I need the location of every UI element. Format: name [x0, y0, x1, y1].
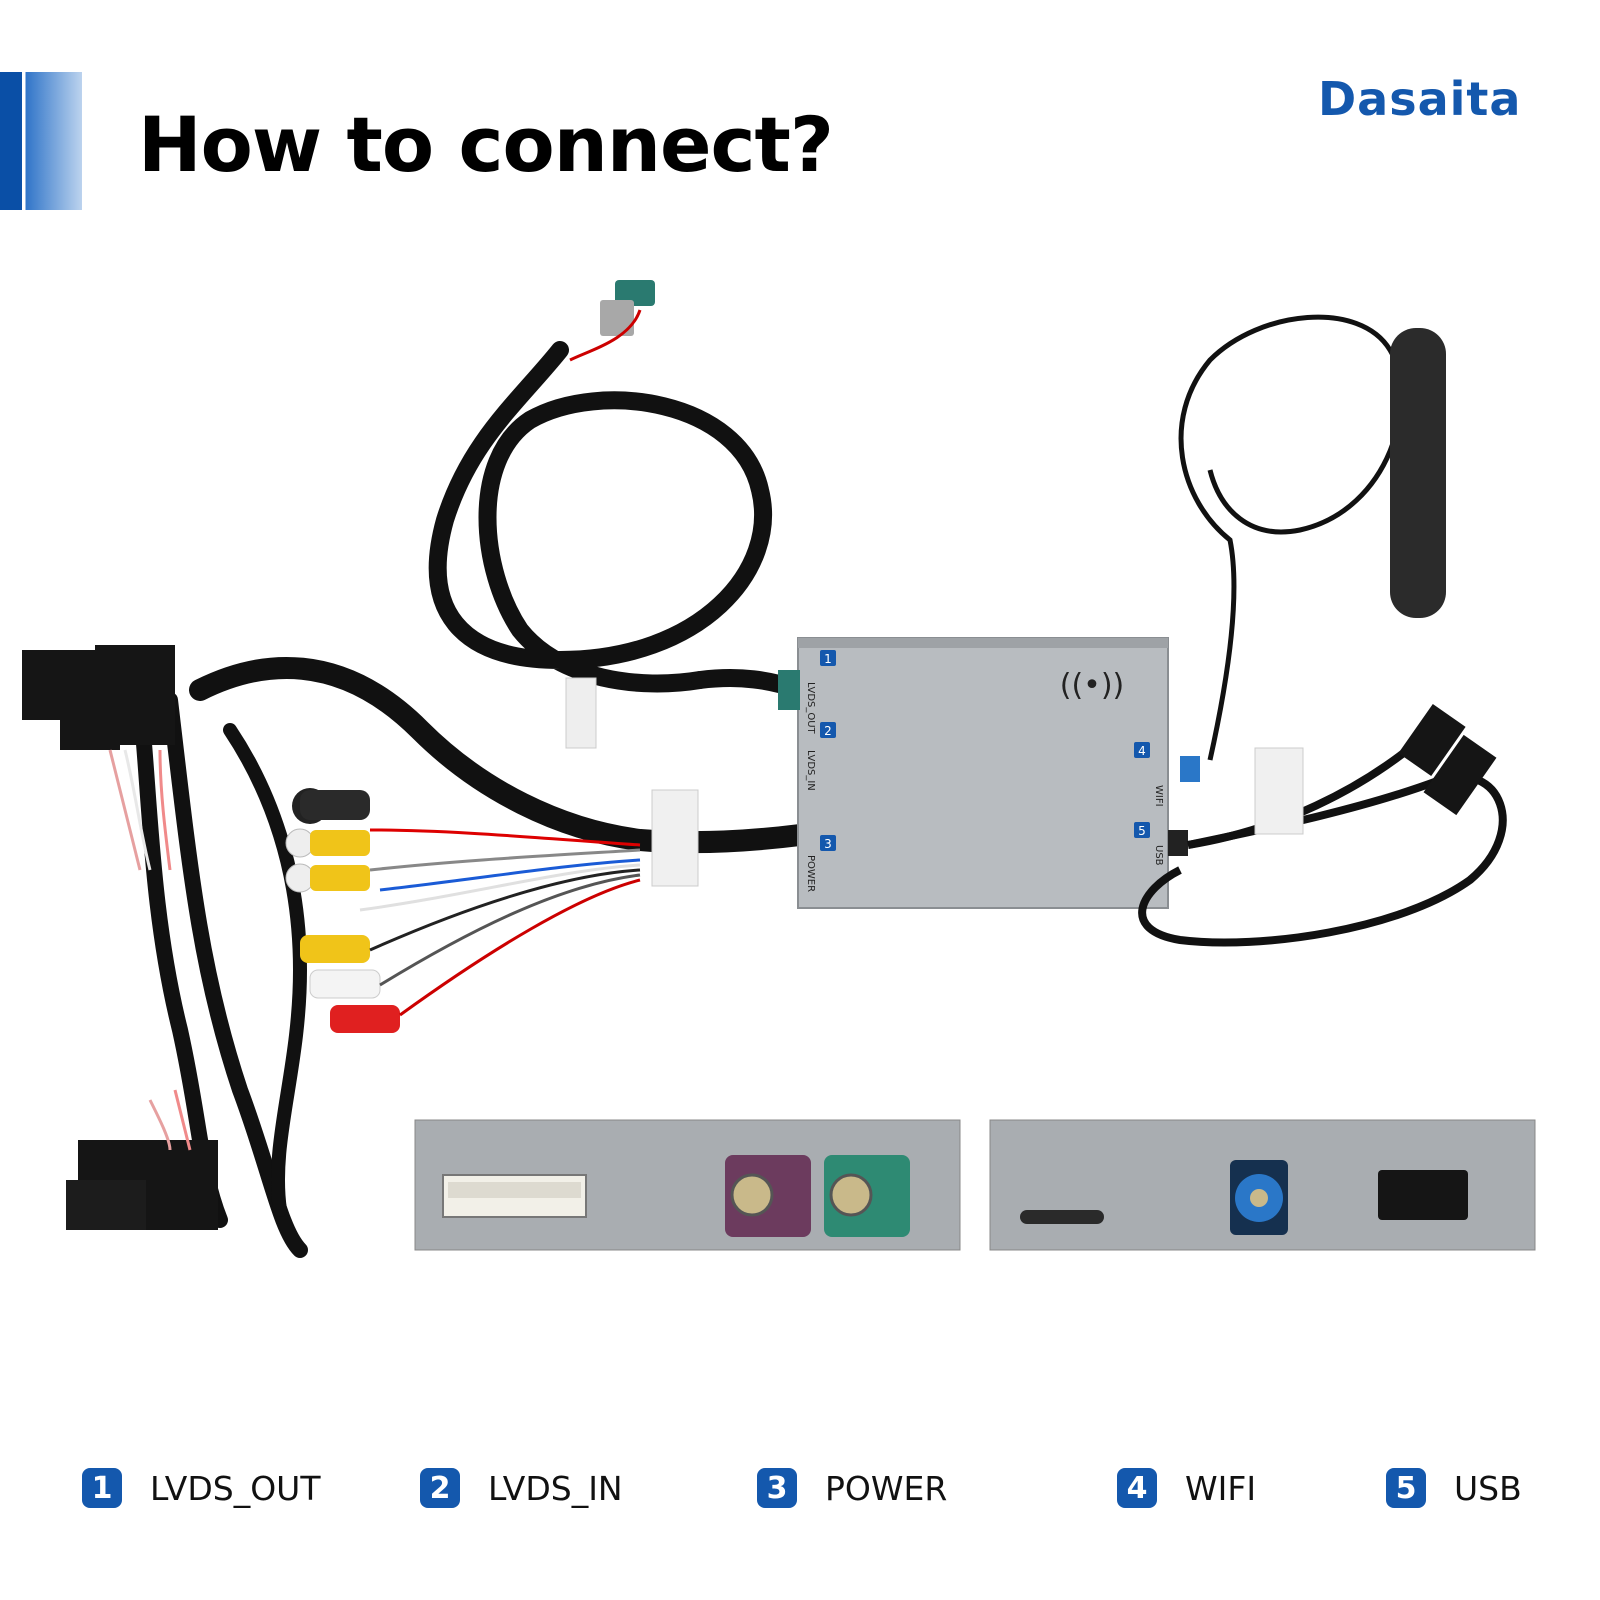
- quadlock-connector-top: [22, 645, 175, 750]
- svg-text:POWER: POWER: [805, 855, 816, 892]
- legend-item: 4 WIFI: [1117, 1468, 1256, 1508]
- legend-label: LVDS_OUT: [150, 1468, 321, 1508]
- svg-text:WIFI: WIFI: [1153, 785, 1164, 807]
- main-device-box: ((•)) 1 2 3 4 5 LVDS_OUT LVDS_IN POWER W…: [797, 637, 1169, 909]
- device-back-face: [989, 1119, 1536, 1251]
- legend-label: LVDS_IN: [488, 1468, 623, 1508]
- wifi-connector: [1180, 756, 1200, 782]
- legend-item: 3 POWER: [757, 1468, 947, 1508]
- card-slot: [1020, 1210, 1104, 1224]
- usb-connector: [1168, 830, 1188, 856]
- lvds-out-connector: [778, 670, 800, 710]
- legend-item: 5 USB: [1386, 1468, 1522, 1508]
- antenna-stick: [1390, 328, 1446, 618]
- page-title: How to connect?: [138, 100, 834, 189]
- svg-text:USB: USB: [1153, 845, 1164, 866]
- legend-badge: 2: [420, 1468, 460, 1508]
- svg-text:LVDS_OUT: LVDS_OUT: [805, 682, 816, 735]
- legend-item: 2 LVDS_IN: [420, 1468, 623, 1508]
- legend-badge: 4: [1117, 1468, 1157, 1508]
- device-front-face: [414, 1119, 961, 1251]
- cable-label-tag: [565, 677, 597, 749]
- svg-text:1: 1: [824, 652, 832, 666]
- usb-cable: [1138, 736, 1507, 947]
- svg-text:3: 3: [824, 837, 832, 851]
- wireless-symbol: ((•)): [1060, 668, 1125, 703]
- usb-plugs: [1398, 703, 1497, 816]
- svg-text:4: 4: [1138, 744, 1146, 758]
- header-accent-bar: [0, 72, 82, 210]
- port-legend: 1 LVDS_OUT 2 LVDS_IN 3 POWER 4 WIFI 5 US…: [0, 1468, 1600, 1528]
- legend-badge: 3: [757, 1468, 797, 1508]
- rca-wires: [359, 828, 641, 1017]
- rca-connectors: [285, 788, 400, 1033]
- top-fakra-connector: [569, 280, 655, 362]
- cable-label-tag: [651, 789, 699, 887]
- cable-label-tag: [1254, 747, 1304, 835]
- wifi-antenna: [1178, 314, 1404, 761]
- legend-badge: 1: [82, 1468, 122, 1508]
- legend-badge: 5: [1386, 1468, 1426, 1508]
- svg-text:5: 5: [1138, 824, 1146, 838]
- svg-text:LVDS_IN: LVDS_IN: [805, 750, 816, 791]
- legend-item: 1 LVDS_OUT: [82, 1468, 320, 1508]
- legend-label: POWER: [825, 1468, 948, 1508]
- product-photo: ((•)) 1 2 3 4 5 LVDS_OUT LVDS_IN POWER W…: [22, 280, 1536, 1258]
- quadlock-connector-bottom: [66, 1140, 218, 1230]
- usb-port: [1378, 1170, 1468, 1220]
- brand-logo: Dasaita: [1318, 72, 1522, 126]
- svg-text:2: 2: [824, 724, 832, 738]
- legend-label: WIFI: [1185, 1468, 1257, 1508]
- lvds-cable: [428, 341, 809, 699]
- harness-wires: [108, 749, 192, 1151]
- legend-label: USB: [1454, 1468, 1522, 1508]
